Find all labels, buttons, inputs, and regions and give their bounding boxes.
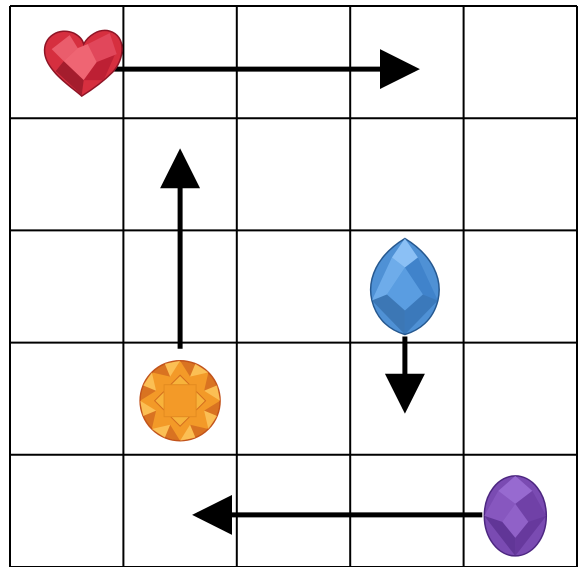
red-heart-gem[interactable] [45, 30, 123, 96]
grid-lines [10, 6, 577, 567]
orange-round-gem[interactable] [140, 361, 220, 441]
blue-marquise-gem[interactable] [371, 239, 439, 335]
gem-pieces[interactable] [45, 30, 547, 555]
purple-oval-gem[interactable] [484, 476, 546, 556]
